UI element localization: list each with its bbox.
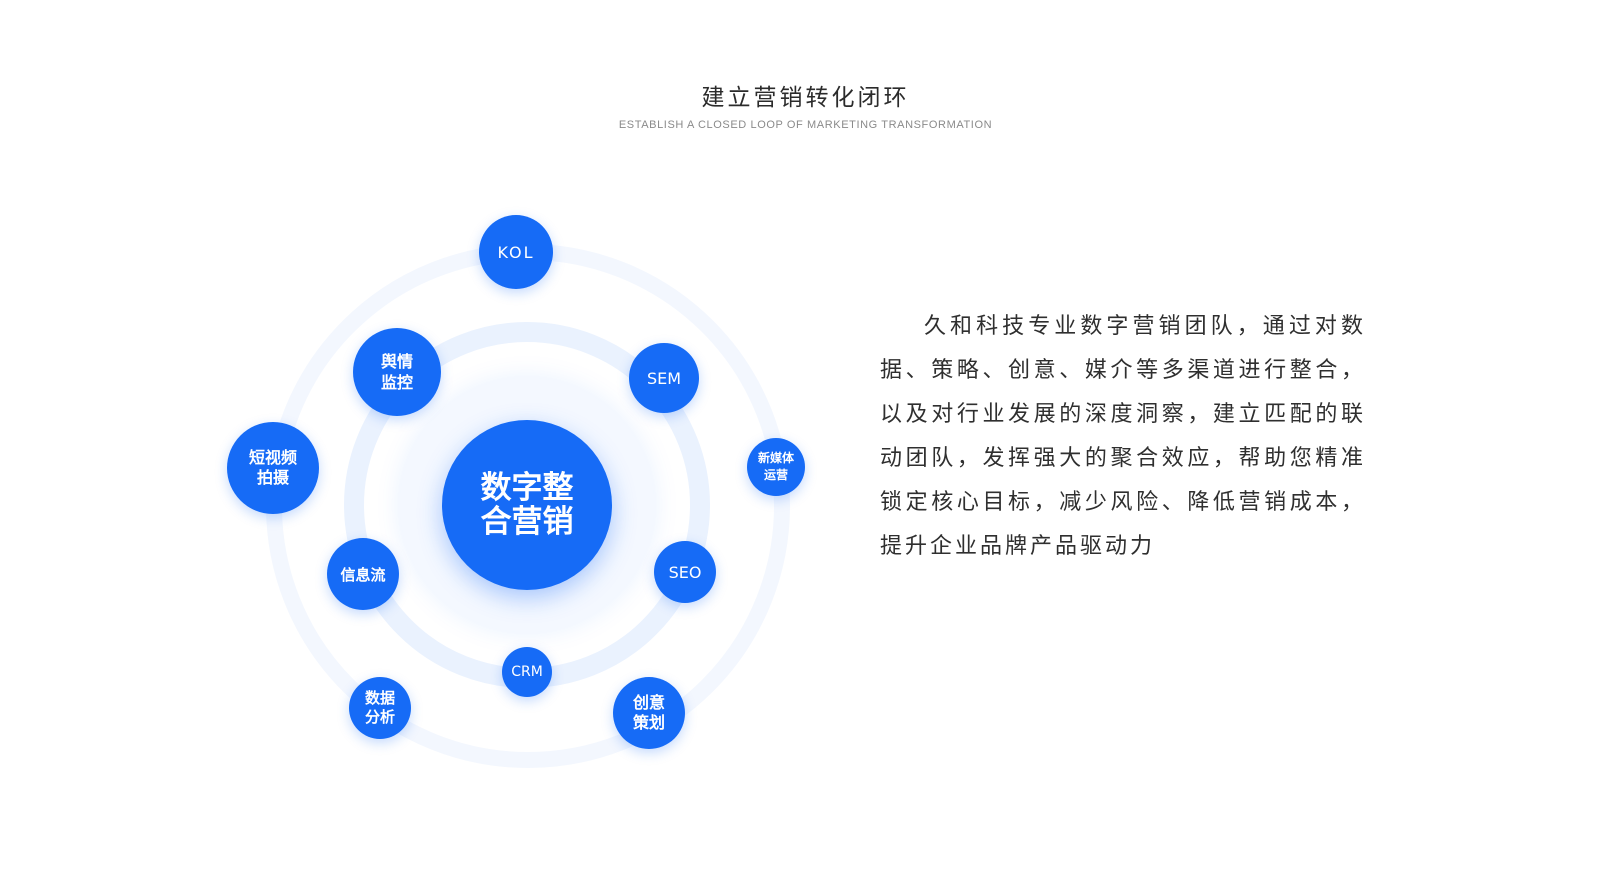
- node-kol: KOL: [479, 215, 553, 289]
- node-new-media: 新媒体 运营: [747, 438, 805, 496]
- center-node-digital-marketing: 数字整 合营销: [442, 420, 612, 590]
- node-crm: CRM: [502, 647, 552, 697]
- node-label: 创意 策划: [632, 693, 665, 732]
- node-label: 信息流: [340, 565, 386, 584]
- page-title: 建立营销转化闭环: [701, 85, 910, 111]
- node-label: CRM: [511, 664, 543, 680]
- node-sem: SEM: [629, 343, 699, 413]
- node-label: 舆情 监控: [380, 352, 413, 392]
- node-label: 短视频 拍摄: [248, 448, 297, 487]
- node-label: 数据 分析: [364, 689, 395, 726]
- description-paragraph: 久和科技专业数字营销团队，通过对数据、策略、创意、媒介等多渠道进行整合，以及对行…: [880, 314, 1366, 559]
- node-label: 新媒体 运营: [757, 451, 794, 482]
- node-short-video: 短视频 拍摄: [227, 422, 319, 514]
- node-label: SEM: [646, 368, 682, 388]
- node-creative: 创意 策划: [613, 677, 685, 749]
- center-node-label: 数字整 合营销: [480, 470, 574, 540]
- node-info-flow: 信息流: [327, 538, 399, 610]
- node-data-analysis: 数据 分析: [349, 677, 411, 739]
- node-label: KOL: [497, 242, 535, 262]
- page-subtitle: ESTABLISH A CLOSED LOOP OF MARKETING TRA…: [618, 119, 993, 131]
- node-sentiment: 舆情 监控: [353, 328, 441, 416]
- node-seo: SEO: [654, 541, 716, 603]
- node-label: SEO: [668, 562, 702, 582]
